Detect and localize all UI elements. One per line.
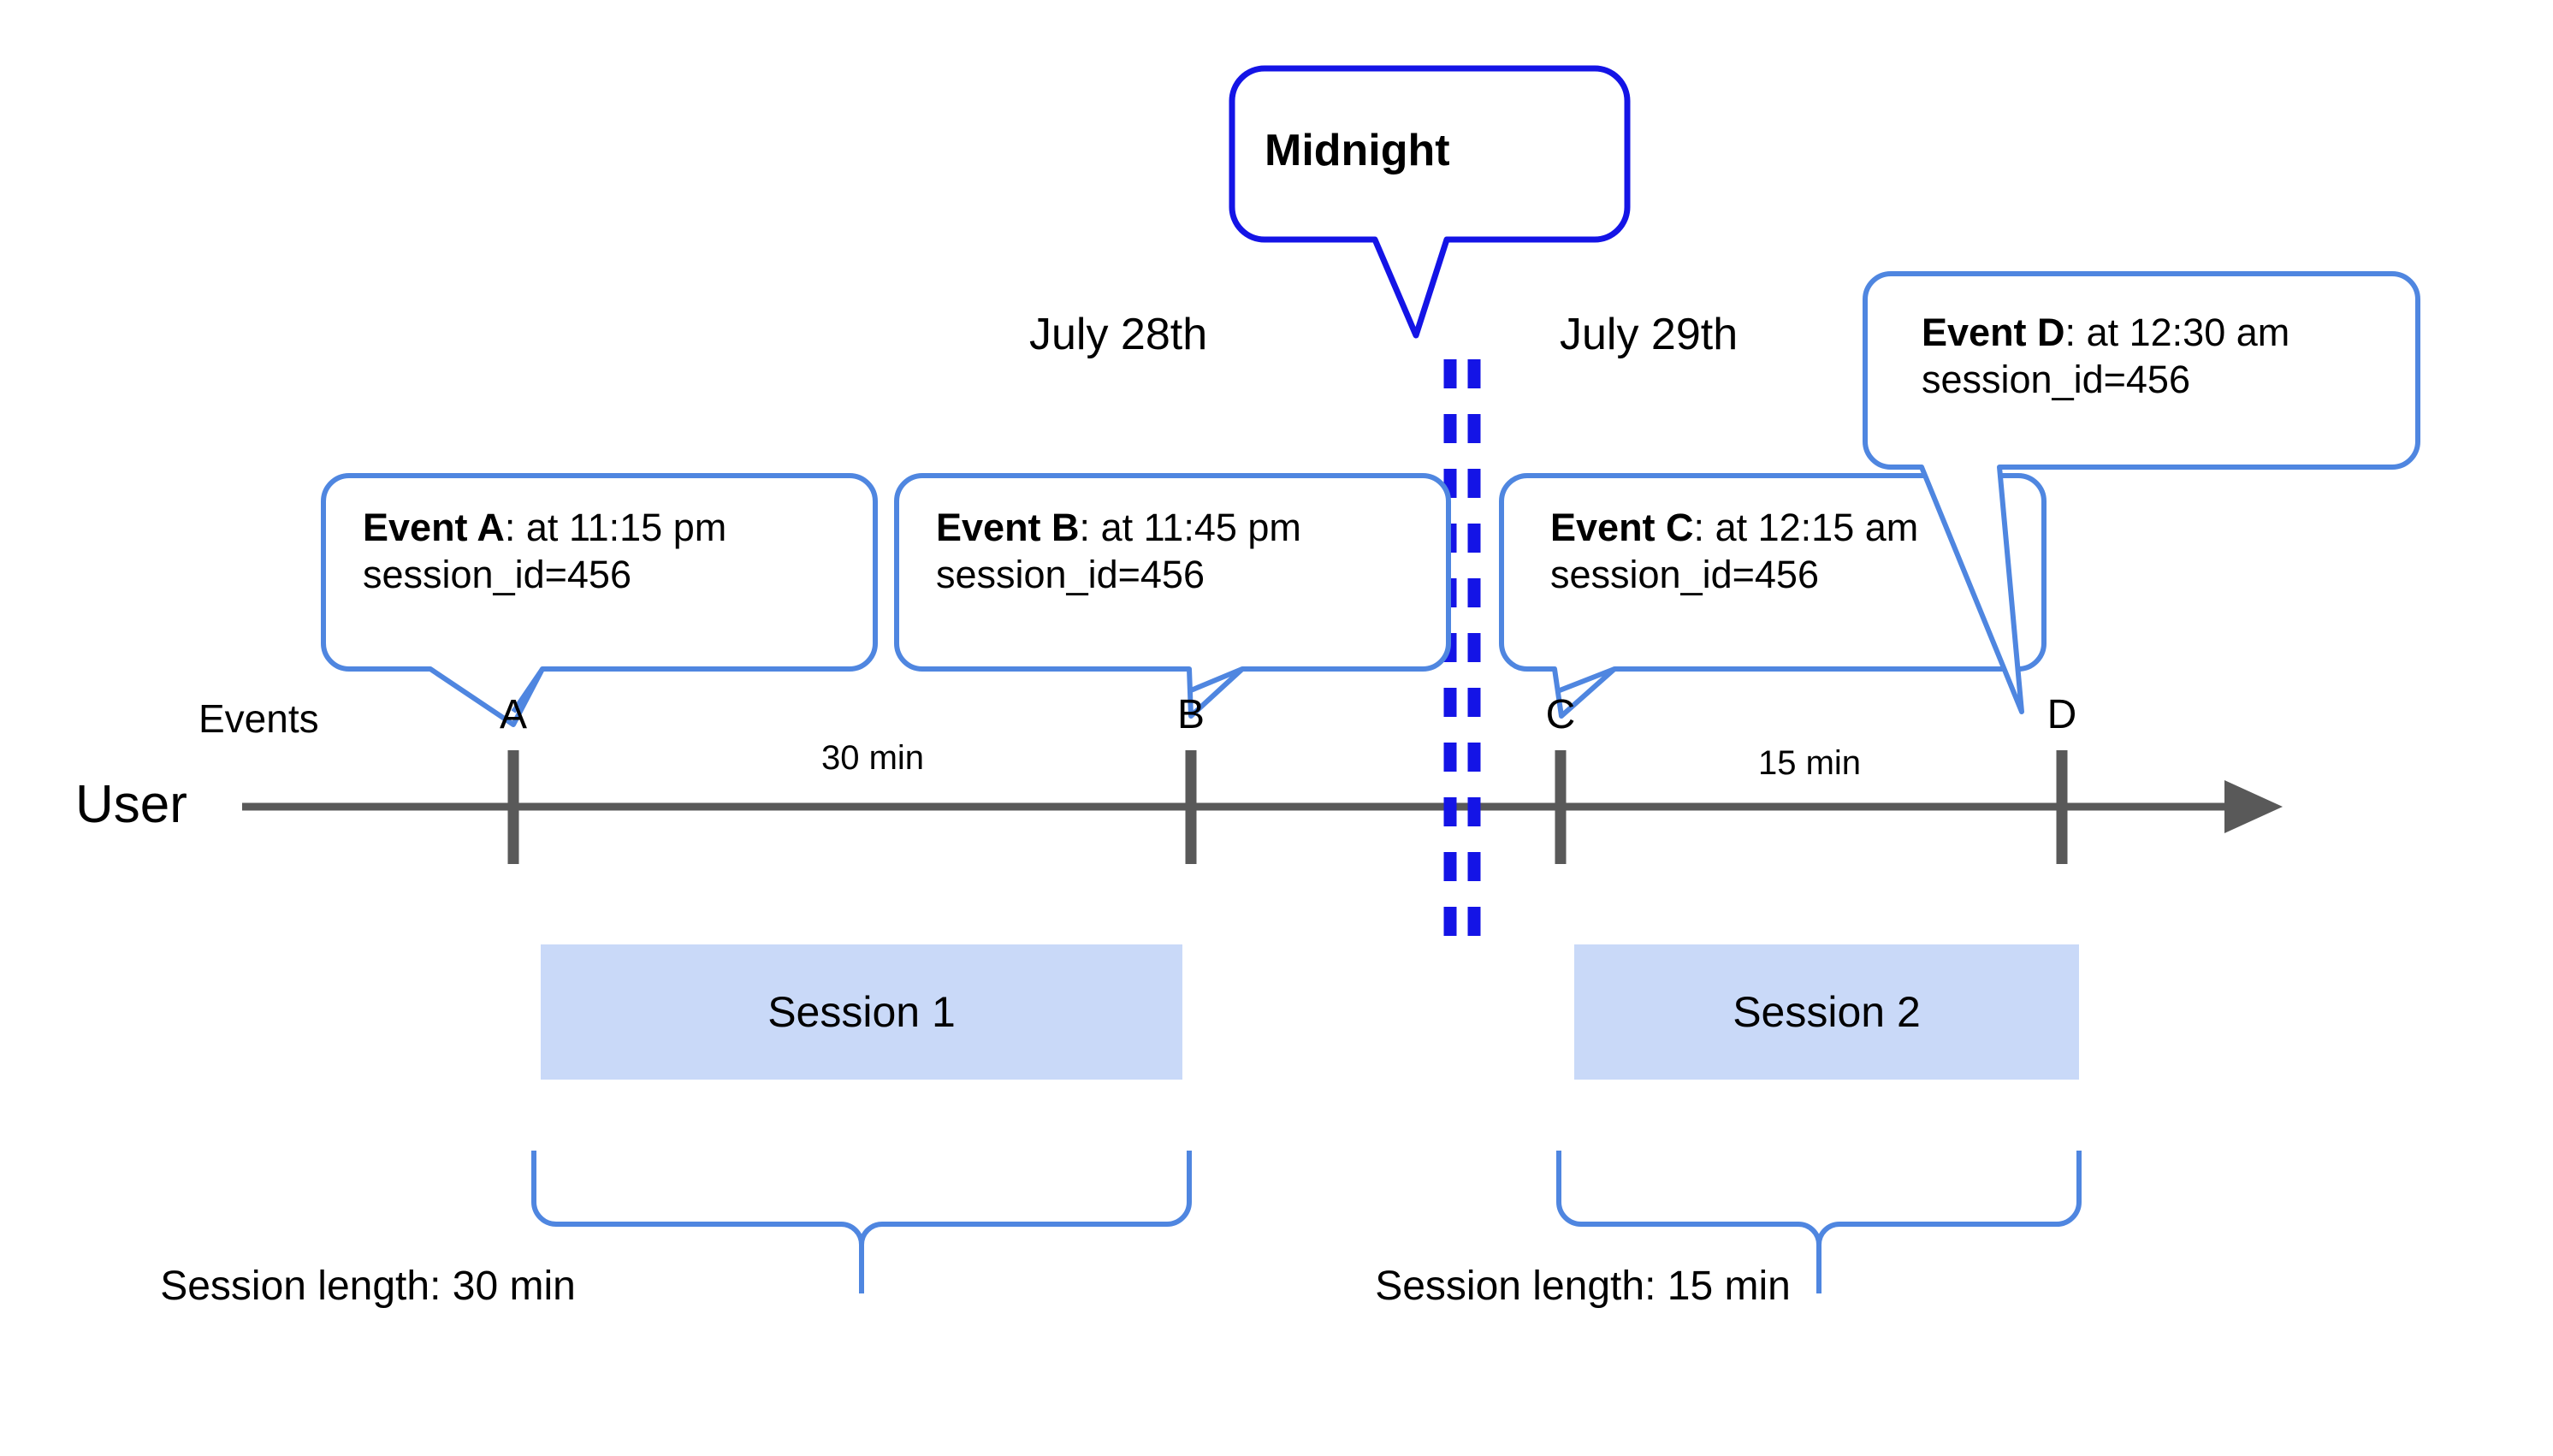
event-c-callout-bubble [1499,473,2047,719]
event-a-callout-text: Event A: at 11:15 pm session_id=456 [363,505,726,599]
event-d-name: Event D [1922,311,2065,354]
event-c-name: Event C [1550,506,1694,549]
event-a-callout-bubble [321,473,878,727]
event-tick-marks [507,750,2068,864]
event-c-line-2: session_id=456 [1550,552,1819,596]
midnight-callout-label: Midnight [1265,126,1450,175]
event-c-line-1: Event C: at 12:15 am [1550,505,1918,552]
event-d-callout-text: Event D: at 12:30 am session_id=456 [1922,310,2289,404]
session-2-brace [1556,1151,2082,1293]
event-d-line-2: session_id=456 [1922,357,2190,401]
event-a-colon: : [504,506,516,549]
event-b-colon: : [1079,506,1091,549]
date-label-right: July 29th [1560,310,1739,359]
event-d-callout-bubble [1863,271,2420,714]
tick-label-d: D [2047,692,2077,737]
event-b-time: at 11:45 pm [1100,506,1301,549]
timeline-axis [242,780,2283,833]
session-block-1: Session 1 [541,944,1182,1080]
session-block-1-label: Session 1 [767,988,956,1036]
event-d-line-1: Event D: at 12:30 am [1922,310,2289,357]
session-block-2: Session 2 [1574,944,2079,1080]
event-b-line-2: session_id=456 [936,552,1205,596]
event-b-name: Event B [936,506,1080,549]
interval-label-c-d: 15 min [1757,744,1862,782]
event-c-colon: : [1693,506,1705,549]
event-a-time: at 11:15 pm [525,506,727,549]
event-d-colon: : [2064,311,2076,354]
tick-label-b: B [1176,692,1205,737]
session-1-length-caption: Session length: 30 min [160,1264,576,1309]
event-c-time: at 12:15 am [1715,506,1919,549]
event-c-callout-text: Event C: at 12:15 am session_id=456 [1550,505,1918,599]
row-label-events: Events [198,696,319,741]
session-block-2-label: Session 2 [1733,988,1921,1036]
tick-label-c: C [1545,692,1576,737]
session-2-length-caption: Session length: 15 min [1375,1264,1791,1309]
date-label-left: July 28th [1029,310,1208,359]
event-b-callout-bubble [894,473,1451,719]
event-a-line-1: Event A: at 11:15 pm [363,505,726,552]
tick-label-a: A [499,692,527,737]
event-d-time: at 12:30 am [2086,311,2290,354]
event-b-callout-text: Event B: at 11:45 pm session_id=456 [936,505,1301,599]
event-a-name: Event A [363,506,505,549]
midnight-divider-lines [1443,359,1481,937]
session-1-brace [531,1151,1192,1293]
midnight-callout-bubble [1229,65,1631,339]
row-label-user: User [75,775,187,834]
interval-label-a-b: 30 min [820,739,925,777]
event-b-line-1: Event B: at 11:45 pm [936,505,1301,552]
event-a-line-2: session_id=456 [363,552,631,596]
